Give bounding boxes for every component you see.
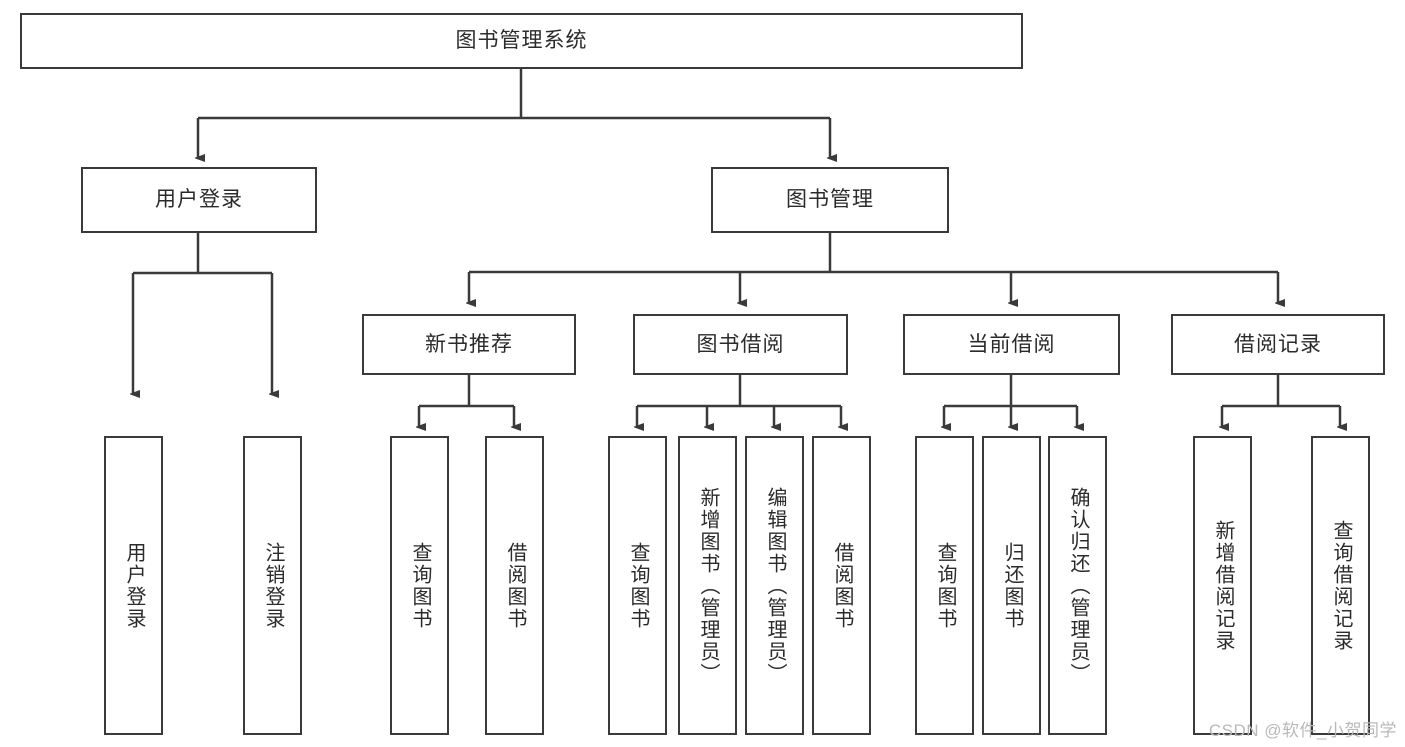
node-label: 当前借阅 bbox=[967, 332, 1056, 356]
node-label: 查询借阅记录 bbox=[1330, 519, 1352, 652]
leaf-book-borrow-add[interactable]: 新增图书（管理员） bbox=[678, 436, 737, 735]
node-label: 借阅图书 bbox=[831, 541, 853, 630]
node-label: 查询图书 bbox=[409, 541, 431, 630]
node-new-book-recommend[interactable]: 新书推荐 bbox=[362, 314, 576, 375]
node-label: 图书管理系统 bbox=[455, 29, 588, 53]
leaf-current-borrow-query[interactable]: 查询图书 bbox=[915, 436, 974, 735]
leaf-book-borrow-query[interactable]: 查询图书 bbox=[608, 436, 667, 735]
node-user-login[interactable]: 用户登录 bbox=[81, 167, 317, 233]
node-label: 注销登录 bbox=[262, 541, 284, 630]
leaf-book-borrow-borrow[interactable]: 借阅图书 bbox=[812, 436, 871, 735]
node-label: 新增图书（管理员） bbox=[697, 486, 719, 685]
leaf-new-book-borrow[interactable]: 借阅图书 bbox=[485, 436, 544, 735]
node-label: 归还图书 bbox=[1001, 541, 1023, 630]
node-label: 查询图书 bbox=[627, 541, 649, 630]
leaf-borrow-record-add[interactable]: 新增借阅记录 bbox=[1193, 436, 1252, 735]
node-label: 借阅图书 bbox=[504, 541, 526, 630]
node-label: 用户登录 bbox=[123, 541, 145, 630]
node-label: 图书管理 bbox=[786, 188, 874, 212]
node-book-borrow[interactable]: 图书借阅 bbox=[633, 314, 848, 375]
leaf-book-borrow-edit[interactable]: 编辑图书（管理员） bbox=[745, 436, 804, 735]
node-label: 借阅记录 bbox=[1234, 332, 1322, 356]
node-label: 新书推荐 bbox=[425, 332, 513, 356]
node-label: 用户登录 bbox=[155, 188, 243, 212]
leaf-user-login-login[interactable]: 用户登录 bbox=[104, 436, 163, 735]
leaf-borrow-record-query[interactable]: 查询借阅记录 bbox=[1311, 436, 1370, 735]
node-borrow-record[interactable]: 借阅记录 bbox=[1171, 314, 1385, 375]
node-root-book-management-system[interactable]: 图书管理系统 bbox=[20, 13, 1023, 69]
leaf-current-borrow-return[interactable]: 归还图书 bbox=[982, 436, 1041, 735]
node-current-borrow[interactable]: 当前借阅 bbox=[903, 314, 1120, 375]
leaf-new-book-query[interactable]: 查询图书 bbox=[390, 436, 449, 735]
node-label: 确认归还（管理员） bbox=[1067, 486, 1089, 685]
leaf-user-login-logout[interactable]: 注销登录 bbox=[243, 436, 302, 735]
node-label: 新增借阅记录 bbox=[1212, 519, 1234, 652]
leaf-current-borrow-confirm-return[interactable]: 确认归还（管理员） bbox=[1048, 436, 1107, 735]
node-book-management[interactable]: 图书管理 bbox=[711, 167, 949, 233]
node-label: 查询图书 bbox=[934, 541, 956, 630]
node-label: 编辑图书（管理员） bbox=[764, 486, 786, 685]
node-label: 图书借阅 bbox=[696, 332, 785, 356]
